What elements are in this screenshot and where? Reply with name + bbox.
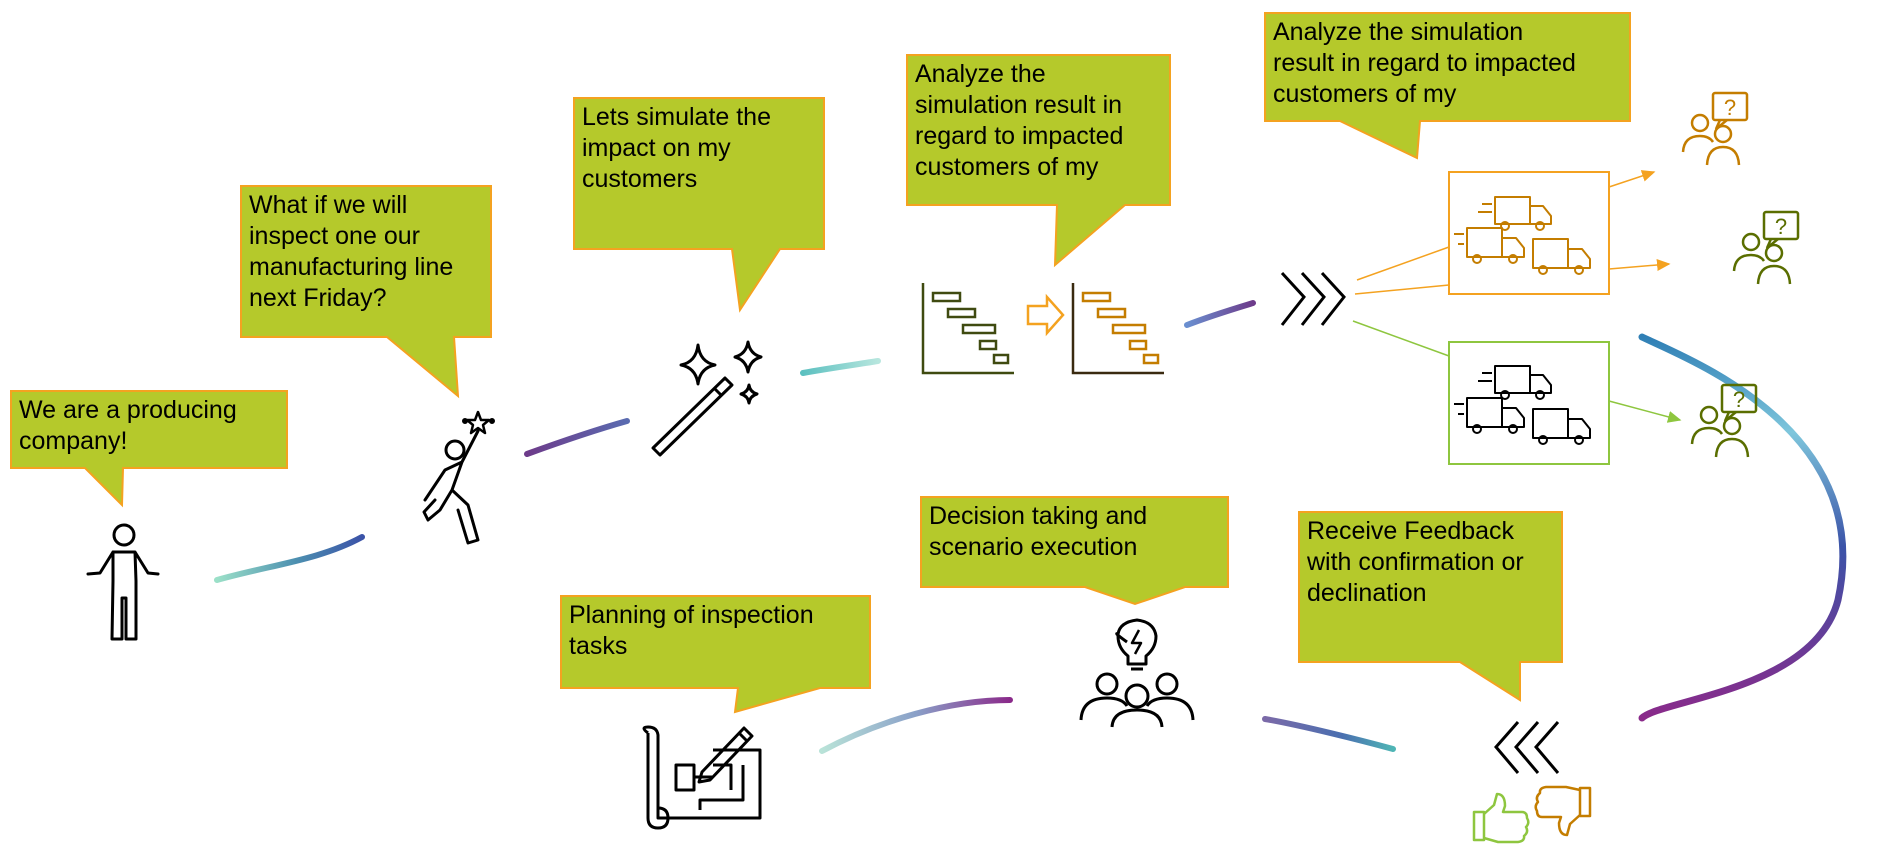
bubble-analyze-result-2: Analyze the simulation result in regard … [1273, 18, 1576, 108]
person-shrug-icon [86, 523, 160, 641]
bubble-analyze-result-1: Analyze the simulation result in regard … [915, 60, 1124, 181]
connector-5 [1638, 333, 1847, 722]
result-arrow-icon [1026, 293, 1065, 337]
connector-2 [524, 418, 630, 457]
connector-7 [819, 697, 1013, 754]
bubble-simulate-impact: Lets simulate the impact on my customers [582, 103, 771, 193]
bubble-producing-company: We are a producing company! [19, 396, 237, 455]
bubble-shape-5 [1264, 12, 1631, 160]
trucks-green-box [1448, 341, 1610, 465]
customer-question-mark: ? [1733, 387, 1745, 412]
bubble-what-if-inspection: What if we will inspect one our manufact… [249, 191, 454, 312]
connector-6 [1262, 716, 1396, 752]
bubble-shape-4 [906, 54, 1171, 268]
thumbs-up-icon [1472, 792, 1530, 844]
blueprint-pencil-icon [642, 725, 762, 830]
bubble-shape-1 [10, 390, 288, 508]
bubble-decision-taking: Decision taking and scenario execution [929, 502, 1148, 561]
bubble-shape-8 [560, 595, 871, 714]
trucks-orange-icon [1454, 196, 1591, 275]
bubble-shape-2 [240, 185, 492, 399]
connector-1 [214, 534, 365, 583]
customer-question-icon [1681, 91, 1749, 166]
bubble-planning-inspection: Planning of inspection tasks [569, 601, 814, 660]
gantt-chart-icon [921, 283, 1014, 375]
flow-connectors [214, 300, 1847, 754]
gantt-chart-orange-icon [1071, 283, 1164, 375]
magic-wand-icon [651, 340, 763, 457]
bubble-receive-feedback: Receive Feedback with confirmation or de… [1307, 517, 1524, 607]
customer-question-mark: ? [1724, 95, 1736, 120]
forward-chevrons-icon [1280, 271, 1346, 326]
team-idea-icon [1079, 618, 1195, 728]
thumbs-down-icon [1534, 785, 1592, 837]
truck-link-lines [1352, 170, 1682, 423]
customer-question-icon [1690, 383, 1758, 458]
bubble-shapes [10, 12, 1631, 714]
bubble-shape-3 [573, 97, 825, 313]
back-chevrons-icon [1494, 721, 1560, 774]
connector-3 [800, 358, 881, 376]
bubble-shape-7 [1298, 511, 1563, 702]
trucks-black-icon [1454, 365, 1591, 445]
connector-4 [1184, 300, 1256, 328]
trucks-orange-box [1448, 171, 1610, 295]
bubble-shape-6 [920, 496, 1229, 606]
person-reaching-star-icon [422, 410, 495, 545]
customer-question-mark: ? [1775, 214, 1787, 239]
customer-question-icon [1732, 210, 1800, 285]
